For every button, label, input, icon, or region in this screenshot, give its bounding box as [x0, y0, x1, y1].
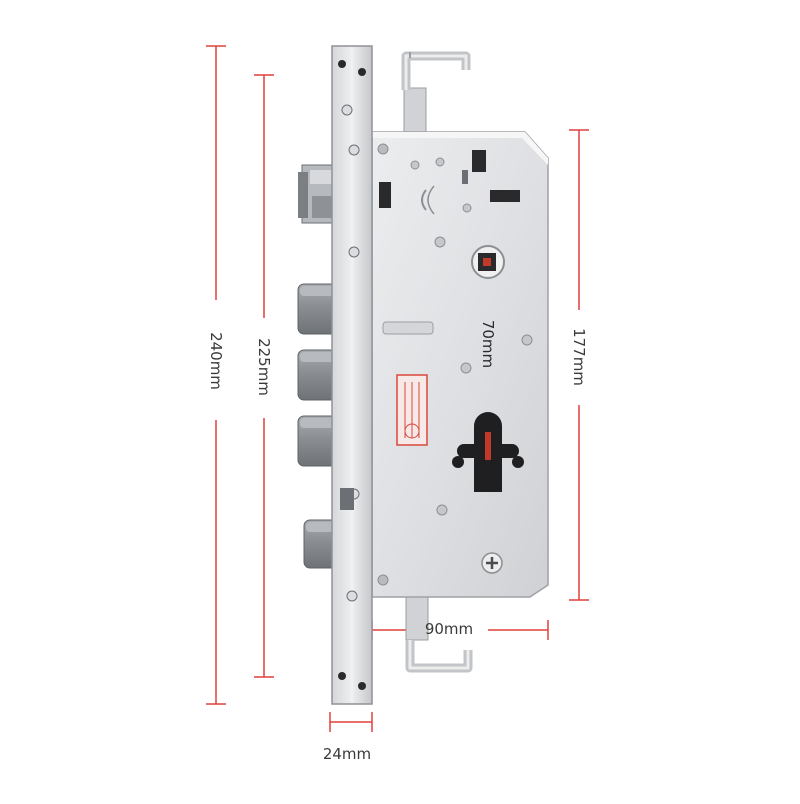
- bottom-rod-hook: [405, 589, 473, 673]
- total-height-label: 240mm: [207, 332, 225, 390]
- body-depth-label: 90mm: [424, 620, 474, 638]
- faceplate-width-label: 24mm: [322, 745, 372, 763]
- faceplate: [331, 45, 391, 705]
- body-height-label: 177mm: [570, 328, 588, 386]
- top-rod-hook: [401, 51, 471, 141]
- center-distance-label: 70mm: [479, 319, 497, 369]
- faceplate-height-label: 225mm: [255, 338, 273, 396]
- lock-case: [371, 131, 549, 598]
